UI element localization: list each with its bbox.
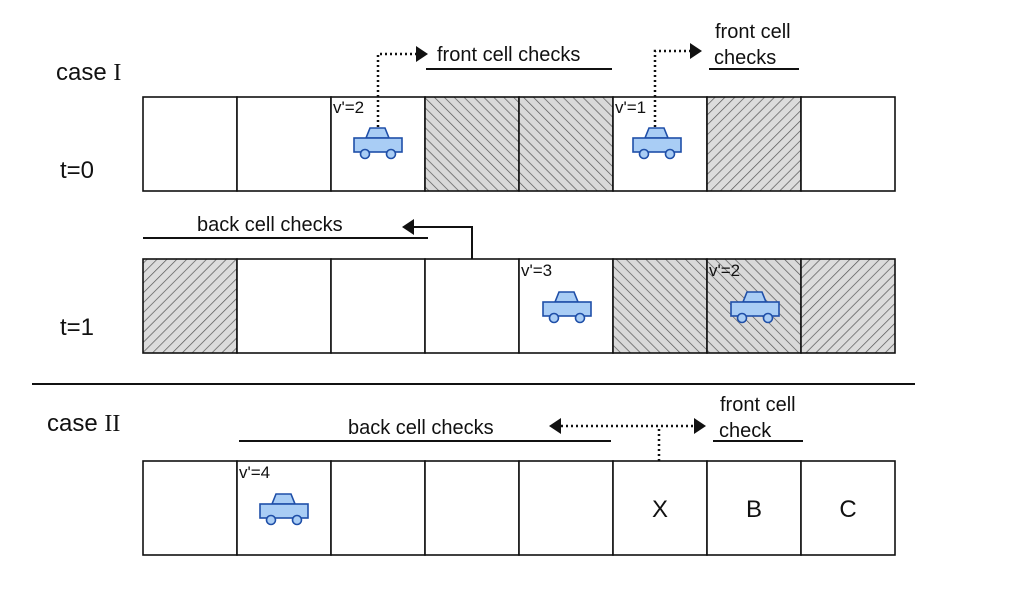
cell-c2-3 — [330, 460, 426, 556]
front-cell-check-label: front cell — [720, 394, 796, 416]
velocity-label: v'=4 — [239, 463, 270, 482]
cell-c2-8 — [800, 460, 896, 556]
t0-label: t=0 — [60, 157, 94, 184]
cell-c1t0-2 — [236, 96, 332, 192]
case-i-label: case I — [56, 59, 121, 86]
arrowhead-icon — [549, 418, 561, 434]
cell-c1t0-7-hatched — [706, 96, 802, 192]
car-icon — [632, 127, 682, 160]
velocity-label: v'=2 — [333, 98, 364, 117]
front-cell-checks-label: front cell checks — [437, 44, 580, 66]
front-check-dotted-arrow — [653, 49, 692, 127]
arrowhead-icon — [402, 219, 414, 235]
arrowhead-icon — [690, 43, 702, 59]
row-case1-t1: v'=3 v'=2 — [142, 258, 896, 354]
back-cell-checks-label: back cell checks — [348, 417, 494, 439]
cell-c2-1 — [142, 460, 238, 556]
row-case1-t0: v'=2 v'=1 — [142, 96, 896, 192]
case-ii-label: case II — [47, 410, 120, 437]
velocity-label: v'=1 — [615, 98, 646, 117]
front-cell-check-label: check — [719, 420, 772, 442]
cell-c1t1-8-hatched — [800, 258, 896, 354]
back-check-arrow — [412, 226, 473, 259]
cell-c1t0-1 — [142, 96, 238, 192]
velocity-label: v'=2 — [709, 261, 740, 280]
car-icon — [353, 127, 403, 160]
cell-c1t1-1-hatched — [142, 258, 238, 354]
front-cell-checks-label: checks — [714, 47, 776, 69]
velocity-label: v'=3 — [521, 261, 552, 280]
cell-c1t1-2 — [236, 258, 332, 354]
back-cell-checks-label: back cell checks — [197, 214, 343, 236]
row-case2: v'=4 X B C — [142, 460, 896, 556]
cell-c1t0-8 — [800, 96, 896, 192]
cell-c1t0-4-hatched — [424, 96, 520, 192]
cell-c2-4 — [424, 460, 520, 556]
cell-c2-5 — [518, 460, 614, 556]
cell-c1t0-5-hatched — [518, 96, 614, 192]
cell-letter-x: X — [652, 496, 668, 523]
cell-c2-6 — [612, 460, 708, 556]
arrowhead-icon — [694, 418, 706, 434]
t1-label: t=1 — [60, 314, 94, 341]
cell-c1t1-3 — [330, 258, 426, 354]
front-cell-checks-label: front cell — [715, 21, 791, 43]
cell-c1t1-4 — [424, 258, 520, 354]
car-icon — [542, 291, 592, 324]
cell-letter-c: C — [839, 496, 856, 523]
cell-letter-b: B — [746, 496, 762, 523]
cell-c1t1-6-hatched — [612, 258, 708, 354]
car-icon — [730, 291, 780, 324]
arrowhead-icon — [416, 46, 428, 62]
car-icon — [259, 493, 309, 526]
